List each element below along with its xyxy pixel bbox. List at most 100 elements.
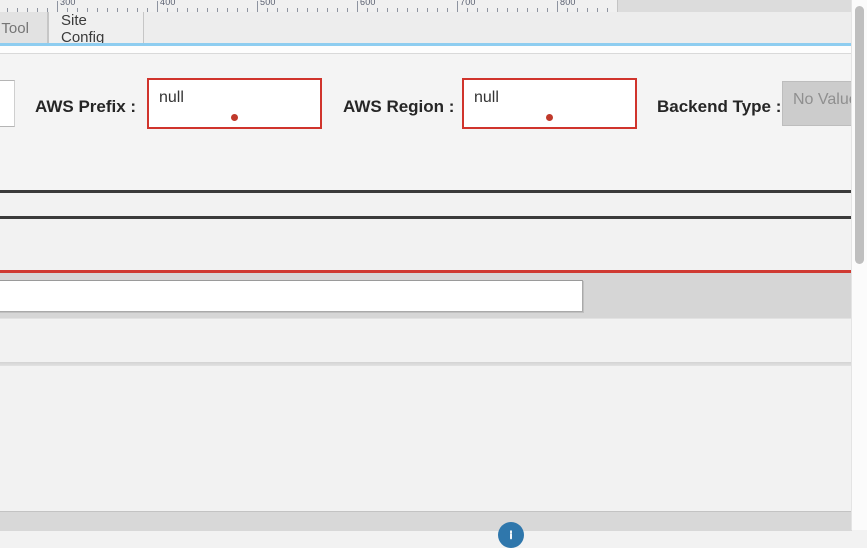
ruler-minor-tick [227, 8, 228, 12]
ruler-minor-tick [207, 8, 208, 12]
ruler-minor-tick [367, 8, 368, 12]
ruler-minor-tick [317, 8, 318, 12]
aws-region-required-dot [546, 114, 553, 121]
ruler-minor-tick [487, 8, 488, 12]
ruler-minor-tick [447, 8, 448, 12]
vertical-scrollbar[interactable] [851, 0, 867, 530]
ruler-label: 400 [160, 0, 176, 7]
ruler-minor-tick [7, 8, 8, 12]
ruler-minor-tick [517, 8, 518, 12]
ruler-label: 600 [360, 0, 376, 7]
ruler-label: 800 [560, 0, 576, 7]
ruler-major-tick [457, 1, 458, 12]
info-circle-icon[interactable] [498, 522, 524, 548]
tab-deploy-tool[interactable]: y Tool [0, 12, 48, 45]
clipped-input-field[interactable] [0, 80, 15, 127]
aws-region-value: null [474, 89, 499, 106]
lower-content-area [0, 366, 852, 511]
ruler-minor-tick [107, 8, 108, 12]
tab-site-config-label: Site Config [61, 11, 105, 46]
aws-prefix-label: AWS Prefix : [35, 97, 137, 116]
ruler-minor-tick [27, 8, 28, 12]
ruler-major-tick [557, 1, 558, 12]
divider-line-top [0, 190, 852, 193]
empty-toolbar-band [0, 219, 852, 270]
tab-strip-underline [0, 43, 867, 46]
ruler-label: 300 [60, 0, 76, 7]
divider-line-second [0, 216, 852, 219]
ruler-minor-tick [527, 8, 528, 12]
ruler-major-tick [157, 1, 158, 12]
ruler-label: 500 [260, 0, 276, 7]
ruler-inactive-region [617, 0, 867, 12]
ruler-minor-tick [177, 8, 178, 12]
ruler-minor-tick [577, 8, 578, 12]
search-input[interactable] [0, 280, 583, 312]
ruler-minor-tick [297, 8, 298, 12]
ruler-minor-tick [427, 8, 428, 12]
ruler-minor-tick [187, 8, 188, 12]
tab-strip: y Tool Site Config [0, 12, 867, 46]
ruler-minor-tick [87, 8, 88, 12]
ruler-minor-tick [547, 8, 548, 12]
aws-prefix-input[interactable]: null [147, 78, 322, 129]
ruler-minor-tick [387, 8, 388, 12]
ruler-minor-tick [217, 8, 218, 12]
ruler-minor-tick [67, 8, 68, 12]
ruler-minor-tick [567, 8, 568, 12]
ruler-minor-tick [247, 8, 248, 12]
ruler-minor-tick [127, 8, 128, 12]
ruler-minor-tick [117, 8, 118, 12]
ruler-major-tick [357, 1, 358, 12]
ruler-minor-tick [347, 8, 348, 12]
ruler-minor-tick [77, 8, 78, 12]
red-divider-line [0, 270, 852, 273]
ruler-minor-tick [197, 8, 198, 12]
ruler-minor-tick [607, 8, 608, 12]
ruler-minor-tick [537, 8, 538, 12]
ruler-minor-tick [407, 8, 408, 12]
ruler-minor-tick [477, 8, 478, 12]
ruler-major-tick [257, 1, 258, 12]
ruler-minor-tick [397, 8, 398, 12]
ruler-minor-tick [267, 8, 268, 12]
ruler-minor-tick [17, 8, 18, 12]
vertical-scrollbar-thumb[interactable] [855, 6, 864, 264]
aws-prefix-required-dot [231, 114, 238, 121]
ruler-minor-tick [497, 8, 498, 12]
ruler-minor-tick [37, 8, 38, 12]
search-band [0, 273, 852, 318]
ruler-minor-tick [97, 8, 98, 12]
ruler-label: 700 [460, 0, 476, 7]
ruler-minor-tick [327, 8, 328, 12]
panel-top-strip [0, 46, 852, 54]
ruler-minor-tick [507, 8, 508, 12]
divider-gap-band [0, 193, 852, 216]
aws-region-input[interactable]: null [462, 78, 637, 129]
tab-site-config[interactable]: Site Config [48, 11, 144, 46]
ruler-minor-tick [237, 8, 238, 12]
ruler-minor-tick [307, 8, 308, 12]
ruler-minor-tick [287, 8, 288, 12]
ruler-minor-tick [377, 8, 378, 12]
aws-region-label: AWS Region : [343, 97, 455, 116]
ruler-minor-tick [597, 8, 598, 12]
main-panel: AWS Prefix : null AWS Region : null Back… [0, 46, 867, 548]
ruler-minor-tick [587, 8, 588, 12]
ruler-major-tick [57, 1, 58, 12]
ruler-minor-tick [417, 8, 418, 12]
backend-type-value: No Value [793, 91, 858, 108]
config-form-row: AWS Prefix : null AWS Region : null Back… [0, 54, 867, 190]
ruler-minor-tick [167, 8, 168, 12]
ruler-minor-tick [147, 8, 148, 12]
backend-type-label: Backend Type : [657, 97, 782, 116]
tab-deploy-tool-label: y Tool [0, 20, 29, 37]
ruler-minor-tick [47, 8, 48, 12]
ruler-minor-tick [277, 8, 278, 12]
aws-prefix-value: null [159, 89, 184, 106]
tab-strip-filler [144, 12, 867, 46]
ruler-minor-tick [437, 8, 438, 12]
ruler-minor-tick [467, 8, 468, 12]
ruler-minor-tick [137, 8, 138, 12]
lower-spacer-upper [0, 318, 852, 363]
